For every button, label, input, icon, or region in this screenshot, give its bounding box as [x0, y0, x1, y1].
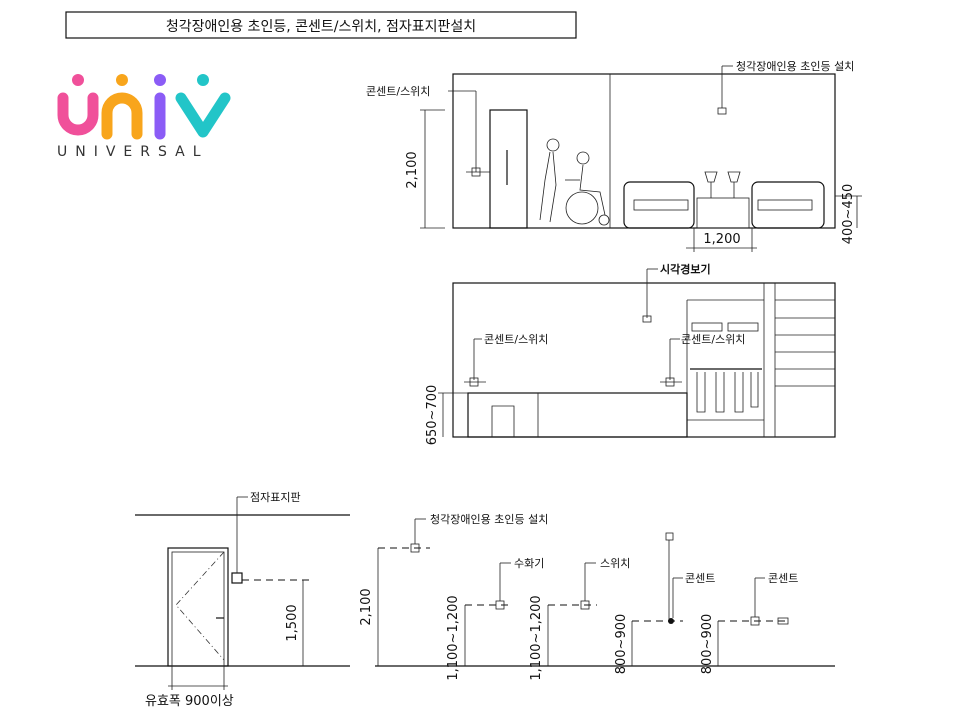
title-box: 청각장애인용 초인등, 콘센트/스위치, 점자표지판설치: [65, 11, 577, 39]
desk: [467, 392, 688, 438]
univ-logo: UNIVERSAL: [57, 74, 231, 160]
bed-height-dim: 400~450: [841, 184, 856, 245]
lamp-icon: [704, 171, 741, 183]
door-width-label: 유효폭 900이상: [145, 694, 234, 709]
bed: [623, 181, 695, 229]
braille-sign-icon: [231, 572, 243, 584]
desk-height-dim: 650~700: [425, 385, 440, 446]
nightstand: [696, 197, 750, 229]
stool: [491, 405, 515, 437]
outlet-switch-label: 콘센트/스위치: [366, 85, 430, 98]
height-dim: 2,100: [405, 151, 420, 188]
diagram-title: 청각장애인용 초인등, 콘센트/스위치, 점자표지판설치: [166, 19, 476, 35]
device-heights: 청각장애인용 초인등 설치 2,100 수화기 1,100~1,200 스위치 …: [359, 513, 835, 681]
desk-elevation: 시각경보기 콘센트/스위치 콘센트/스위치 650~700: [425, 262, 836, 446]
switch-dim: 1,100~1,200: [529, 595, 544, 680]
outlet-dim-2: 800~900: [700, 614, 715, 675]
outlet-switch-label-2: 콘센트/스위치: [681, 333, 745, 346]
outlet-dim-1: 800~900: [614, 614, 629, 675]
door: [489, 109, 528, 229]
door: [167, 547, 229, 667]
receiver-dim: 1,100~1,200: [446, 595, 461, 680]
flash-light-label: 청각장애인용 초인등 설치: [736, 60, 854, 73]
sign-height-dim: 1,500: [285, 604, 300, 641]
flash-light-icon: [717, 107, 727, 115]
flash-light-dim: 2,100: [359, 588, 374, 625]
door-sign-elevation: 점자표지판 1,500 유효폭 900이상: [135, 491, 350, 709]
receiver-label: 수화기: [514, 557, 544, 570]
bed: [751, 181, 825, 229]
bedroom-elevation: 콘센트/스위치 2,100 청각장애인용 초인등 설치: [366, 60, 862, 252]
visual-alarm-label: 시각경보기: [660, 262, 711, 276]
switch-label: 스위치: [600, 557, 630, 570]
bed-gap-dim: 1,200: [703, 232, 740, 247]
wheelchair-user-icon: [539, 138, 610, 226]
outlet-icon: [668, 618, 674, 624]
outlet-label-2: 콘센트: [768, 572, 798, 585]
outlet-switch-label-1: 콘센트/스위치: [484, 333, 548, 346]
braille-sign-label: 점자표지판: [250, 491, 301, 504]
clothes-icon: [696, 372, 759, 413]
plug-icon: [777, 617, 789, 625]
flash-light-label: 청각장애인용 초인등 설치: [430, 513, 548, 526]
outlet-label-1: 콘센트: [685, 572, 715, 585]
logo-subtitle: UNIVERSAL: [57, 144, 209, 160]
visual-alarm-icon: [642, 315, 652, 323]
